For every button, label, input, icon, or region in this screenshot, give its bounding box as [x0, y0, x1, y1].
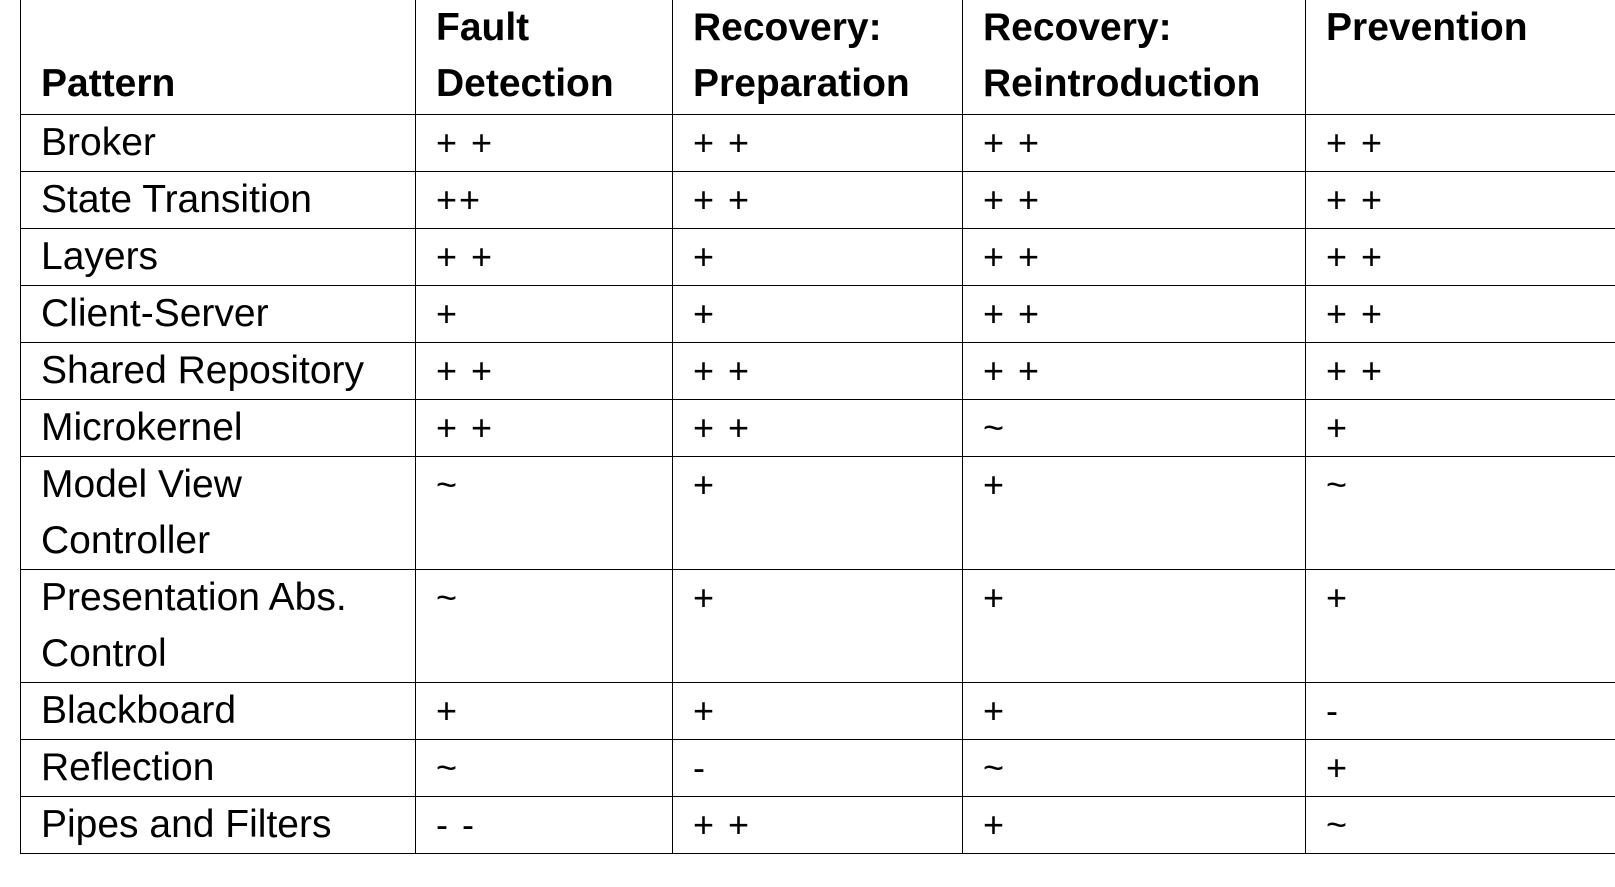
recovery-preparation-cell: + +: [672, 171, 963, 229]
recovery-preparation-cell: +: [672, 456, 963, 570]
recovery-reintroduction-cell: +: [962, 682, 1306, 740]
recovery-preparation-cell: -: [672, 739, 963, 797]
recovery-preparation-cell: +: [672, 228, 963, 286]
pattern-name-cell: Pipes and Filters: [20, 796, 416, 854]
fault-detection-cell: ++: [415, 171, 673, 229]
table-row: Model View Controller ~ + + ~: [20, 456, 1615, 570]
fault-detection-cell: ~: [415, 456, 673, 570]
pattern-name-cell: Layers: [20, 228, 416, 286]
pattern-ratings-table-container: Pattern Fault Detection Recovery: Prepar…: [20, 0, 1615, 854]
prevention-cell: ~: [1305, 796, 1615, 854]
pattern-name-cell: Shared Repository: [20, 342, 416, 400]
prevention-cell: + +: [1305, 228, 1615, 286]
pattern-name-cell: Model View Controller: [20, 456, 416, 570]
table-body: Broker + + + + + + + + State Transition …: [20, 114, 1615, 854]
pattern-name-cell: Broker: [20, 114, 416, 172]
recovery-reintroduction-cell: + +: [962, 342, 1306, 400]
pattern-name-cell: Client-Server: [20, 285, 416, 343]
recovery-preparation-cell: + +: [672, 796, 963, 854]
recovery-preparation-cell: + +: [672, 342, 963, 400]
recovery-preparation-cell: + +: [672, 114, 963, 172]
prevention-cell: +: [1305, 569, 1615, 683]
prevention-cell: ~: [1305, 456, 1615, 570]
header-fault-detection: Fault Detection: [415, 0, 673, 115]
table-row: Presentation Abs. Control ~ + + +: [20, 569, 1615, 683]
header-row: Pattern Fault Detection Recovery: Prepar…: [20, 0, 1615, 115]
table-row: Reflection ~ - ~ +: [20, 739, 1615, 797]
recovery-reintroduction-cell: +: [962, 796, 1306, 854]
pattern-name-cell: Presentation Abs. Control: [20, 569, 416, 683]
prevention-cell: +: [1305, 739, 1615, 797]
table-row: Client-Server + + + + + +: [20, 285, 1615, 343]
table-row: Shared Repository + + + + + + + +: [20, 342, 1615, 400]
fault-detection-cell: ~: [415, 739, 673, 797]
pattern-name-cell: Reflection: [20, 739, 416, 797]
fault-detection-cell: + +: [415, 342, 673, 400]
table-header: Pattern Fault Detection Recovery: Prepar…: [20, 0, 1615, 115]
fault-detection-cell: + +: [415, 399, 673, 457]
recovery-preparation-cell: +: [672, 285, 963, 343]
pattern-name-cell: Blackboard: [20, 682, 416, 740]
prevention-cell: + +: [1305, 171, 1615, 229]
fault-detection-cell: +: [415, 682, 673, 740]
recovery-preparation-cell: + +: [672, 399, 963, 457]
table-row: Pipes and Filters - - + + + ~: [20, 796, 1615, 854]
prevention-cell: -: [1305, 682, 1615, 740]
prevention-cell: + +: [1305, 114, 1615, 172]
recovery-reintroduction-cell: ~: [962, 399, 1306, 457]
recovery-reintroduction-cell: +: [962, 456, 1306, 570]
table-row: Broker + + + + + + + +: [20, 114, 1615, 172]
fault-detection-cell: ~: [415, 569, 673, 683]
fault-detection-cell: +: [415, 285, 673, 343]
table-row: Microkernel + + + + ~ +: [20, 399, 1615, 457]
header-prevention: Prevention: [1305, 0, 1615, 115]
prevention-cell: + +: [1305, 342, 1615, 400]
table-row: Layers + + + + + + +: [20, 228, 1615, 286]
recovery-reintroduction-cell: + +: [962, 171, 1306, 229]
prevention-cell: +: [1305, 399, 1615, 457]
header-recovery-preparation: Recovery: Preparation: [672, 0, 963, 115]
recovery-reintroduction-cell: +: [962, 569, 1306, 683]
recovery-reintroduction-cell: ~: [962, 739, 1306, 797]
pattern-ratings-table: Pattern Fault Detection Recovery: Prepar…: [20, 0, 1615, 854]
recovery-preparation-cell: +: [672, 569, 963, 683]
recovery-reintroduction-cell: + +: [962, 228, 1306, 286]
pattern-name-cell: State Transition: [20, 171, 416, 229]
recovery-reintroduction-cell: + +: [962, 114, 1306, 172]
fault-detection-cell: + +: [415, 228, 673, 286]
header-pattern: Pattern: [20, 0, 416, 115]
pattern-name-cell: Microkernel: [20, 399, 416, 457]
header-recovery-reintroduction: Recovery: Reintroduction: [962, 0, 1306, 115]
table-row: State Transition ++ + + + + + +: [20, 171, 1615, 229]
fault-detection-cell: + +: [415, 114, 673, 172]
recovery-preparation-cell: +: [672, 682, 963, 740]
table-row: Blackboard + + + -: [20, 682, 1615, 740]
fault-detection-cell: - -: [415, 796, 673, 854]
recovery-reintroduction-cell: + +: [962, 285, 1306, 343]
prevention-cell: + +: [1305, 285, 1615, 343]
